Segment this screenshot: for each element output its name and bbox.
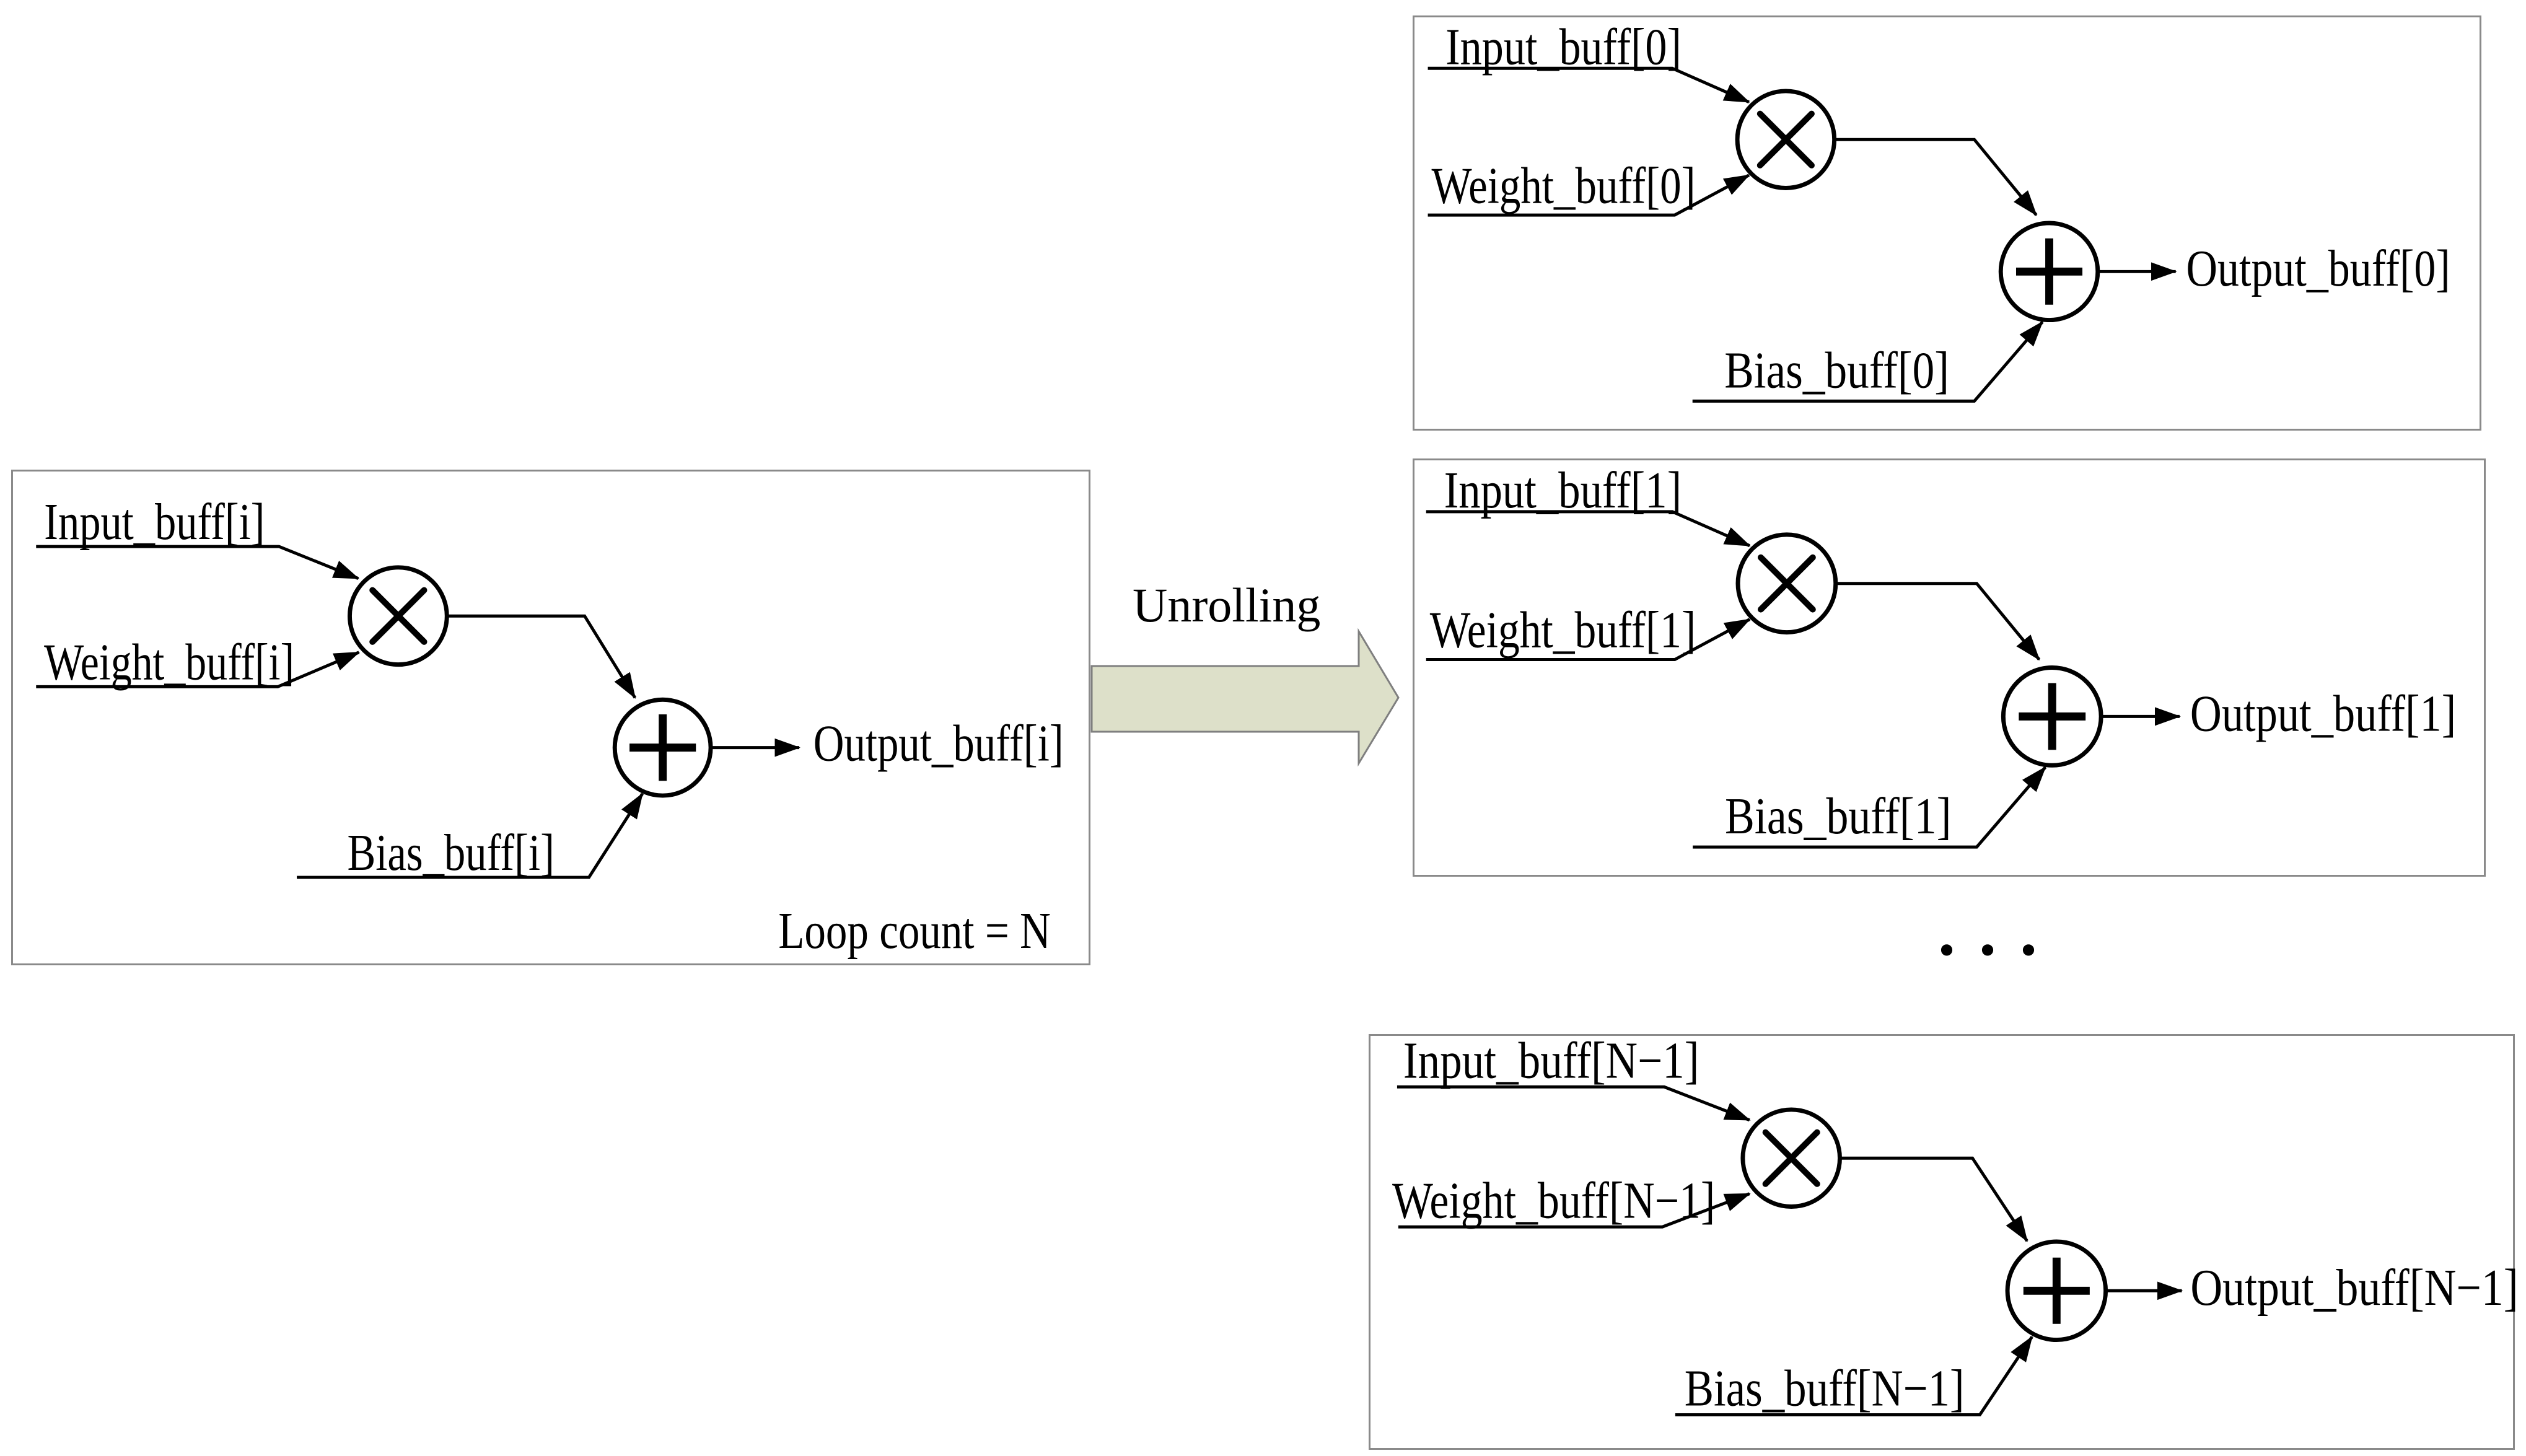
input-arrow (1426, 510, 1751, 548)
loop-count-label: Loop count = N (778, 903, 1051, 960)
bias-label: Bias_buff[1] (1725, 787, 1951, 845)
multiply-icon (1735, 532, 1838, 635)
input-arrow (36, 545, 360, 580)
weight-arrow (1398, 1192, 1751, 1229)
bias-label: Bias_buff[i] (347, 825, 554, 882)
ellipsis: ... (1938, 893, 2061, 970)
output-label: Output_buff[1] (2190, 685, 2456, 742)
input-label: Input_buff[1] (1444, 462, 1682, 519)
loop-unit-box: Input_buff[i] Weight_buff[i] Bias_buff[i… (11, 470, 1090, 965)
weight-label: Weight_buff[N−1] (1392, 1172, 1715, 1229)
mul-to-add-arrow (1834, 138, 2038, 216)
unrolled-unit-diagram-n1: Input_buff[N−1] Weight_buff[N−1] Bias_bu… (1392, 1032, 2519, 1418)
bias-arrow (1675, 1335, 2033, 1416)
bias-label: Bias_buff[0] (1724, 343, 1949, 400)
mul-to-add-arrow (1835, 582, 2041, 661)
add-icon (2001, 665, 2103, 768)
weight-arrow (1426, 618, 1751, 662)
unrolled-unit-diagram-0: Input_buff[0] Weight_buff[0] Bias_buff[0… (1427, 19, 2450, 403)
unrolled-unit-diagram-1: Input_buff[1] Weight_buff[1] Bias_buff[1… (1426, 462, 2456, 849)
unrolled-unit-box-0: Input_buff[0] Weight_buff[0] Bias_buff[0… (1413, 15, 2481, 431)
output-label: Output_buff[N−1] (2190, 1260, 2518, 1317)
unrolled-unit-box-1: Input_buff[1] Weight_buff[1] Bias_buff[1… (1413, 458, 2486, 877)
weight-label: Weight_buff[i] (44, 634, 294, 691)
add-icon (1998, 221, 2100, 323)
bias-arrow (297, 792, 644, 879)
multiply-icon (347, 565, 449, 667)
weight-arrow (36, 651, 361, 688)
unrolled-unit-box-n1: Input_buff[N−1] Weight_buff[N−1] Bias_bu… (1369, 1032, 2519, 1450)
weight-label: Weight_buff[1] (1430, 602, 1696, 659)
weight-label: Weight_buff[0] (1432, 157, 1696, 214)
unrolling-label: Unrolling (1133, 578, 1321, 632)
input-label: Input_buff[i] (44, 494, 265, 551)
multiply-icon (1735, 89, 1837, 190)
input-arrow (1427, 66, 1750, 104)
add-icon (612, 697, 713, 798)
bias-arrow (1692, 320, 2044, 403)
output-label: Output_buff[0] (2186, 240, 2450, 297)
input-arrow (1397, 1085, 1751, 1122)
mul-to-add-arrow (1840, 1156, 2028, 1242)
multiply-icon (1740, 1107, 1842, 1209)
weight-arrow (1427, 173, 1750, 217)
output-label: Output_buff[i] (813, 715, 1064, 772)
bias-arrow (1693, 766, 2047, 849)
bias-label: Bias_buff[N−1] (1685, 1361, 1965, 1418)
mul-to-add-arrow (447, 614, 637, 699)
input-label: Input_buff[N−1] (1403, 1032, 1699, 1089)
unroll-arrow-icon (1090, 628, 1400, 767)
input-label: Input_buff[0] (1445, 19, 1682, 76)
loop-unit-diagram: Input_buff[i] Weight_buff[i] Bias_buff[i… (36, 494, 1064, 960)
unroll-arrow-shape (1090, 628, 1400, 767)
add-icon (2005, 1239, 2108, 1343)
